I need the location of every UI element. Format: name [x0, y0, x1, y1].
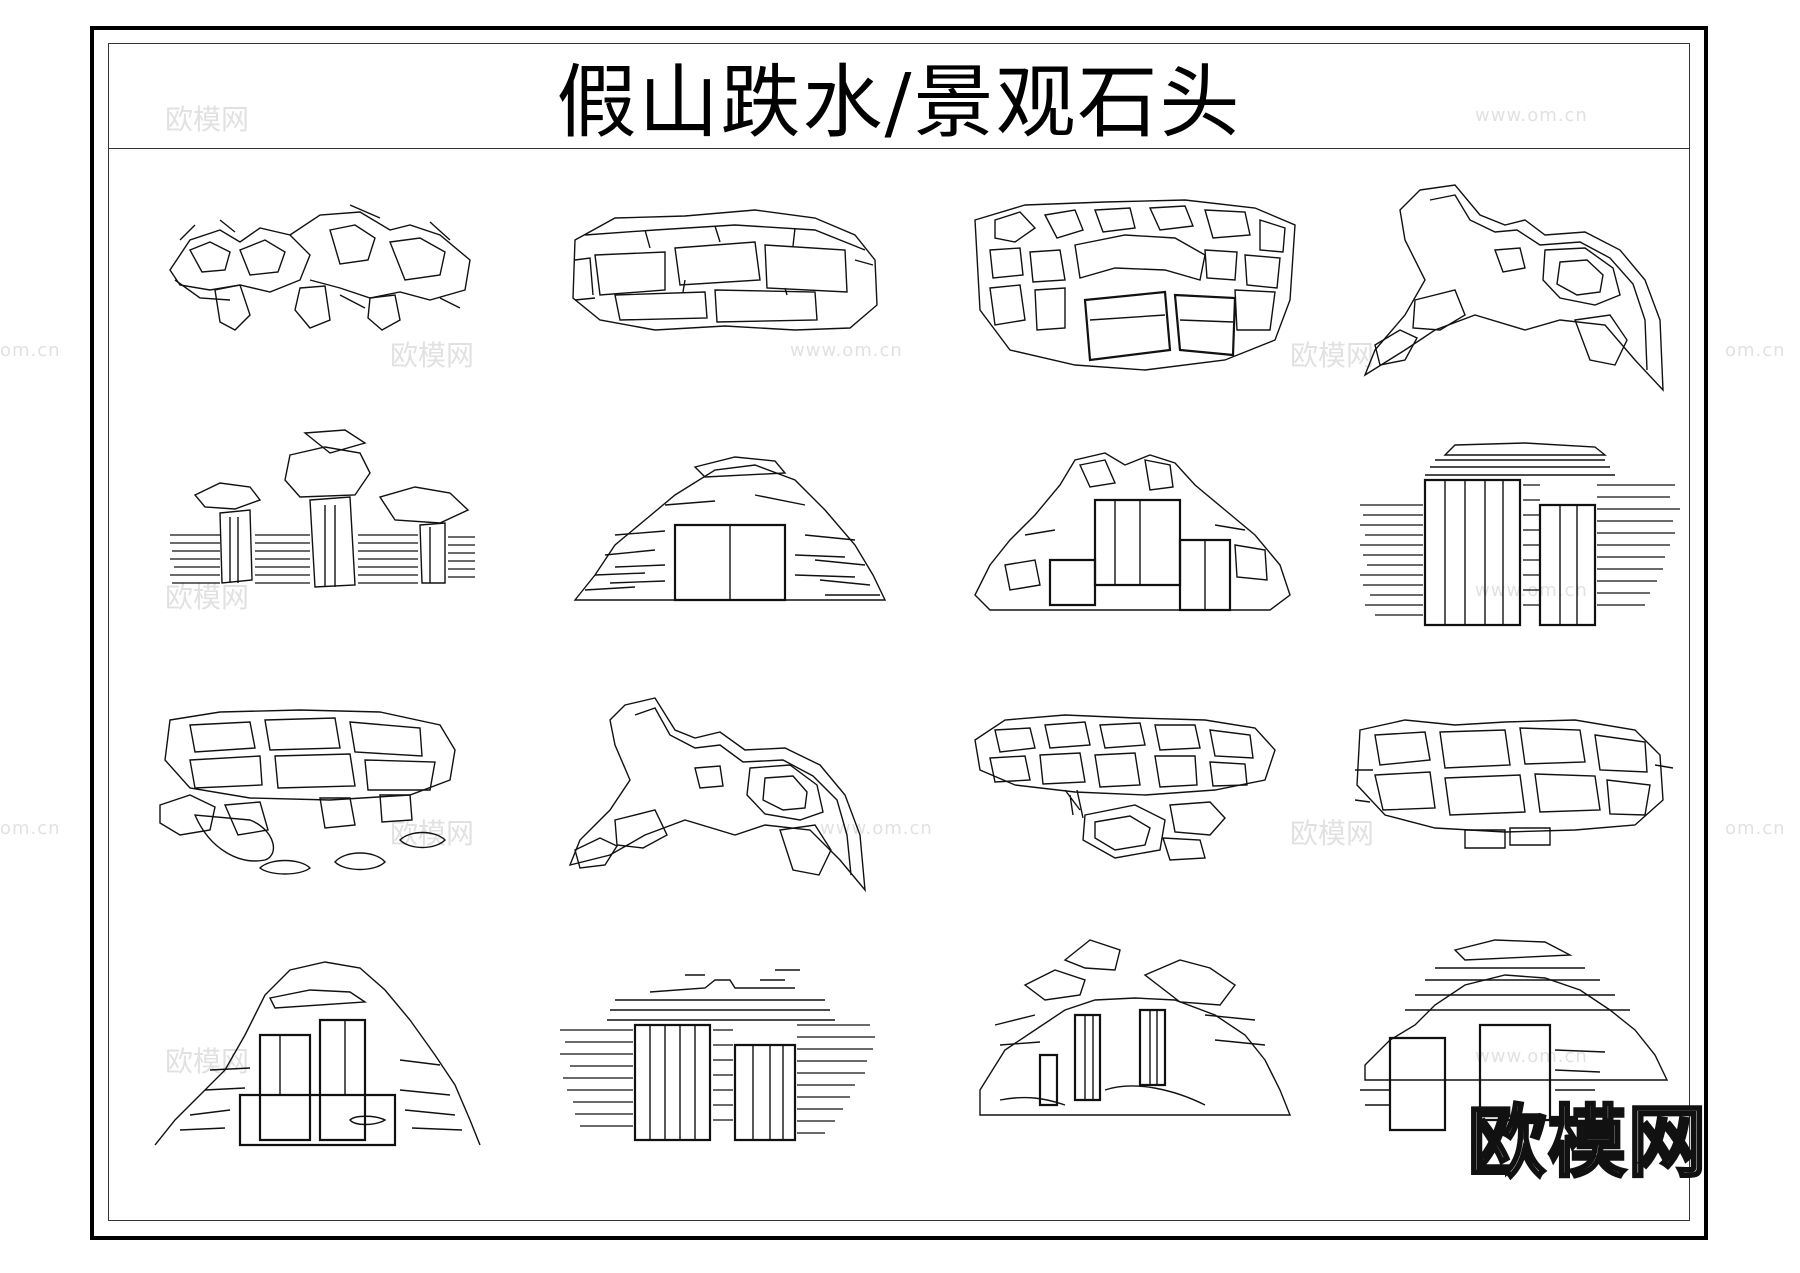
watermark-url: www.om.cn	[820, 818, 933, 839]
waterfall-elevation-drawing	[1345, 425, 1685, 645]
waterfall-elevation-drawing	[1345, 930, 1685, 1150]
watermark-url: om.cn	[1725, 340, 1786, 361]
sheet-inner-border	[108, 43, 1690, 1221]
rockery-plan-drawing	[150, 180, 490, 400]
watermark-url: www.om.cn	[1475, 1046, 1588, 1067]
watermark-url: www.om.cn	[790, 340, 903, 361]
watermark-brand: 欧模网	[390, 339, 475, 372]
waterfall-elevation-drawing	[555, 930, 895, 1150]
waterfall-elevation-drawing	[150, 930, 490, 1150]
rockery-plan-drawing	[1345, 180, 1685, 400]
rockery-plan-drawing	[555, 690, 895, 910]
sheet-title: 假山跌水/景观石头	[556, 56, 1242, 149]
rockery-plan-drawing	[555, 180, 895, 400]
watermark-url: om.cn	[1725, 818, 1786, 839]
rockery-plan-drawing	[150, 690, 490, 910]
watermark-url: www.om.cn	[1475, 105, 1588, 126]
rockery-plan-drawing	[965, 690, 1305, 910]
rockery-plan-drawing	[1345, 690, 1685, 910]
watermark-brand: 欧模网	[165, 581, 250, 614]
waterfall-elevation-drawing	[555, 425, 895, 645]
waterfall-elevation-drawing	[965, 425, 1305, 645]
watermark-brand: 欧模网	[1290, 817, 1375, 850]
sheet-outer-border	[90, 26, 1708, 1240]
watermark-brand: 欧模网	[165, 103, 250, 136]
waterfall-elevation-drawing	[965, 930, 1305, 1150]
watermark-url: om.cn	[0, 818, 61, 839]
rockery-plan-drawing	[965, 180, 1305, 400]
waterfall-elevation-drawing	[150, 425, 490, 645]
title-divider	[108, 148, 1690, 149]
watermark-brand: 欧模网	[165, 1045, 250, 1078]
watermark-url: om.cn	[0, 340, 61, 361]
brand-logo: 欧模网	[1466, 1097, 1709, 1190]
watermark-brand: 欧模网	[1290, 339, 1375, 372]
